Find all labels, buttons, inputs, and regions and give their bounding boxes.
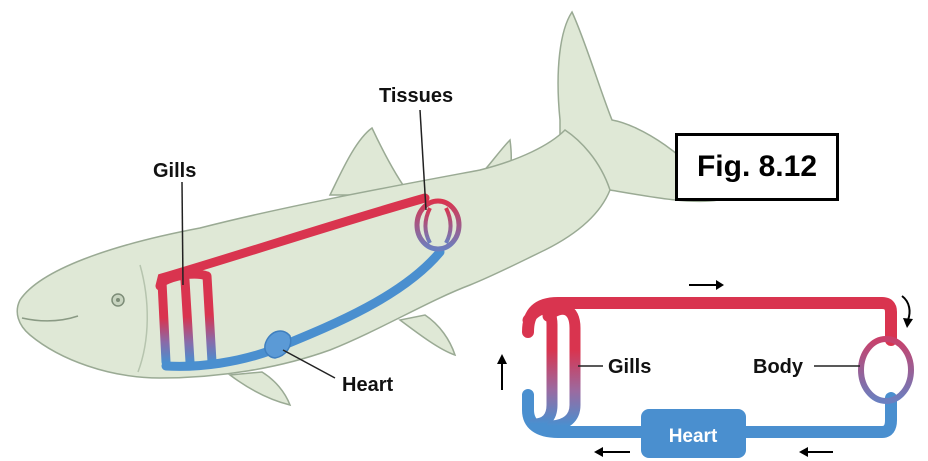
arrow-right-icon bbox=[689, 280, 724, 290]
arrow-left-icon bbox=[594, 447, 630, 457]
fish-heart-label: Heart bbox=[342, 374, 393, 396]
arrow-up-icon bbox=[497, 354, 507, 390]
circuit-diagram: Heart Gills Body bbox=[497, 280, 913, 458]
fish-gill-arch-2 bbox=[185, 280, 190, 362]
fish-tissues-label: Tissues bbox=[379, 85, 453, 107]
fish-body bbox=[17, 130, 610, 378]
circuit-body bbox=[861, 339, 911, 401]
pelvic-fin bbox=[400, 315, 455, 355]
fish-gills-label: Gills bbox=[153, 160, 196, 182]
circuit-artery bbox=[528, 303, 891, 340]
arrow-curve-down-icon bbox=[902, 296, 913, 328]
fish-gill-arch-3 bbox=[207, 276, 212, 362]
circuit-heart-label: Heart bbox=[669, 426, 718, 447]
fish-illustration bbox=[17, 12, 718, 405]
arrow-left-icon bbox=[799, 447, 833, 457]
fish-gill-arch-1 bbox=[162, 282, 166, 362]
circuit-gills-label: Gills bbox=[608, 356, 651, 378]
pectoral-fin bbox=[230, 372, 290, 405]
circuit-body-label: Body bbox=[753, 356, 804, 378]
figure-label: Fig. 8.12 bbox=[697, 150, 817, 184]
figure-label-box: Fig. 8.12 bbox=[675, 133, 839, 201]
gills-leader bbox=[182, 182, 183, 285]
